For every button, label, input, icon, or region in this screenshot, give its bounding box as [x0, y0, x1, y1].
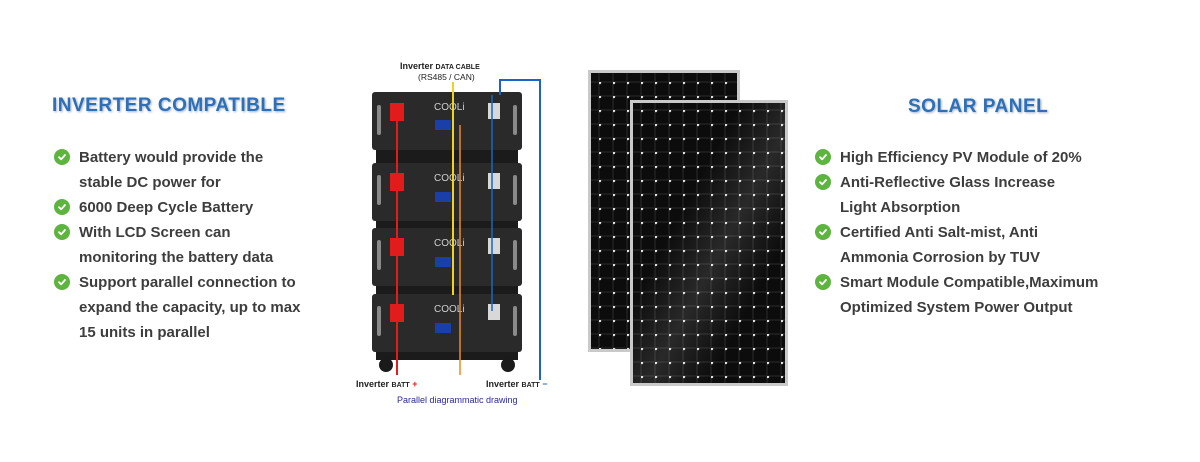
check-circle-icon — [815, 174, 831, 190]
feature-text: Support parallel connection to expand th… — [79, 274, 301, 341]
feature-text: Battery would provide the stable DC powe… — [79, 149, 264, 191]
feature-item: 6000 Deep Cycle Battery — [54, 195, 344, 220]
check-circle-icon — [815, 274, 831, 290]
brand-logo: COOLi — [434, 304, 465, 315]
battery-rack: COOLi COOLi COOLi COOLi — [372, 92, 522, 372]
check-circle-icon — [54, 274, 70, 290]
feature-item: High Efficiency PV Module of 20% — [815, 145, 1145, 170]
front-panel — [630, 100, 788, 386]
feature-item: Battery would provide the stable DC powe… — [54, 145, 344, 195]
cables — [396, 79, 541, 380]
inverter-batt-negative-label: Inverter BATT − — [486, 379, 548, 389]
feature-text: Anti-Reflective Glass Increase Light Abs… — [840, 174, 1056, 216]
feature-text: 6000 Deep Cycle Battery — [79, 199, 254, 216]
data-cable-label: Inverter DATA CABLE — [400, 61, 480, 71]
feature-item: Certified Anti Salt-mist, Anti Ammonia C… — [815, 220, 1145, 270]
feature-text: Certified Anti Salt-mist, Anti Ammonia C… — [840, 224, 1041, 266]
check-circle-icon — [815, 224, 831, 240]
feature-item: Support parallel connection to expand th… — [54, 270, 344, 345]
feature-item: With LCD Screen can monitoring the batte… — [54, 220, 344, 270]
data-cable-protocol: (RS485 / CAN) — [418, 72, 475, 82]
check-circle-icon — [54, 149, 70, 165]
feature-text: With LCD Screen can monitoring the batte… — [79, 224, 274, 266]
inverter-batt-positive-label: Inverter BATT + — [356, 379, 418, 389]
inverter-compatible-heading: INVERTER COMPATIBLE — [52, 95, 286, 116]
feature-item: Anti-Reflective Glass Increase Light Abs… — [815, 170, 1145, 220]
feature-text: High Efficiency PV Module of 20% — [840, 149, 1082, 166]
brand-logo: COOLi — [434, 102, 465, 113]
solar-panel-heading: SOLAR PANEL — [908, 96, 1049, 117]
brand-logo: COOLi — [434, 173, 465, 184]
check-circle-icon — [54, 224, 70, 240]
diagram-caption: Parallel diagrammatic drawing — [397, 395, 518, 405]
check-circle-icon — [54, 199, 70, 215]
solar-panel-image — [585, 68, 795, 388]
battery-parallel-diagram: COOLi COOLi COOLi COOLi Inverter DATA CA… — [350, 55, 565, 410]
solar-feature-list: High Efficiency PV Module of 20% Anti-Re… — [815, 145, 1145, 320]
feature-text: Smart Module Compatible,Maximum Optimize… — [840, 274, 1099, 316]
check-circle-icon — [815, 149, 831, 165]
feature-item: Smart Module Compatible,Maximum Optimize… — [815, 270, 1145, 320]
brand-logo: COOLi — [434, 238, 465, 249]
inverter-feature-list: Battery would provide the stable DC powe… — [54, 145, 344, 345]
